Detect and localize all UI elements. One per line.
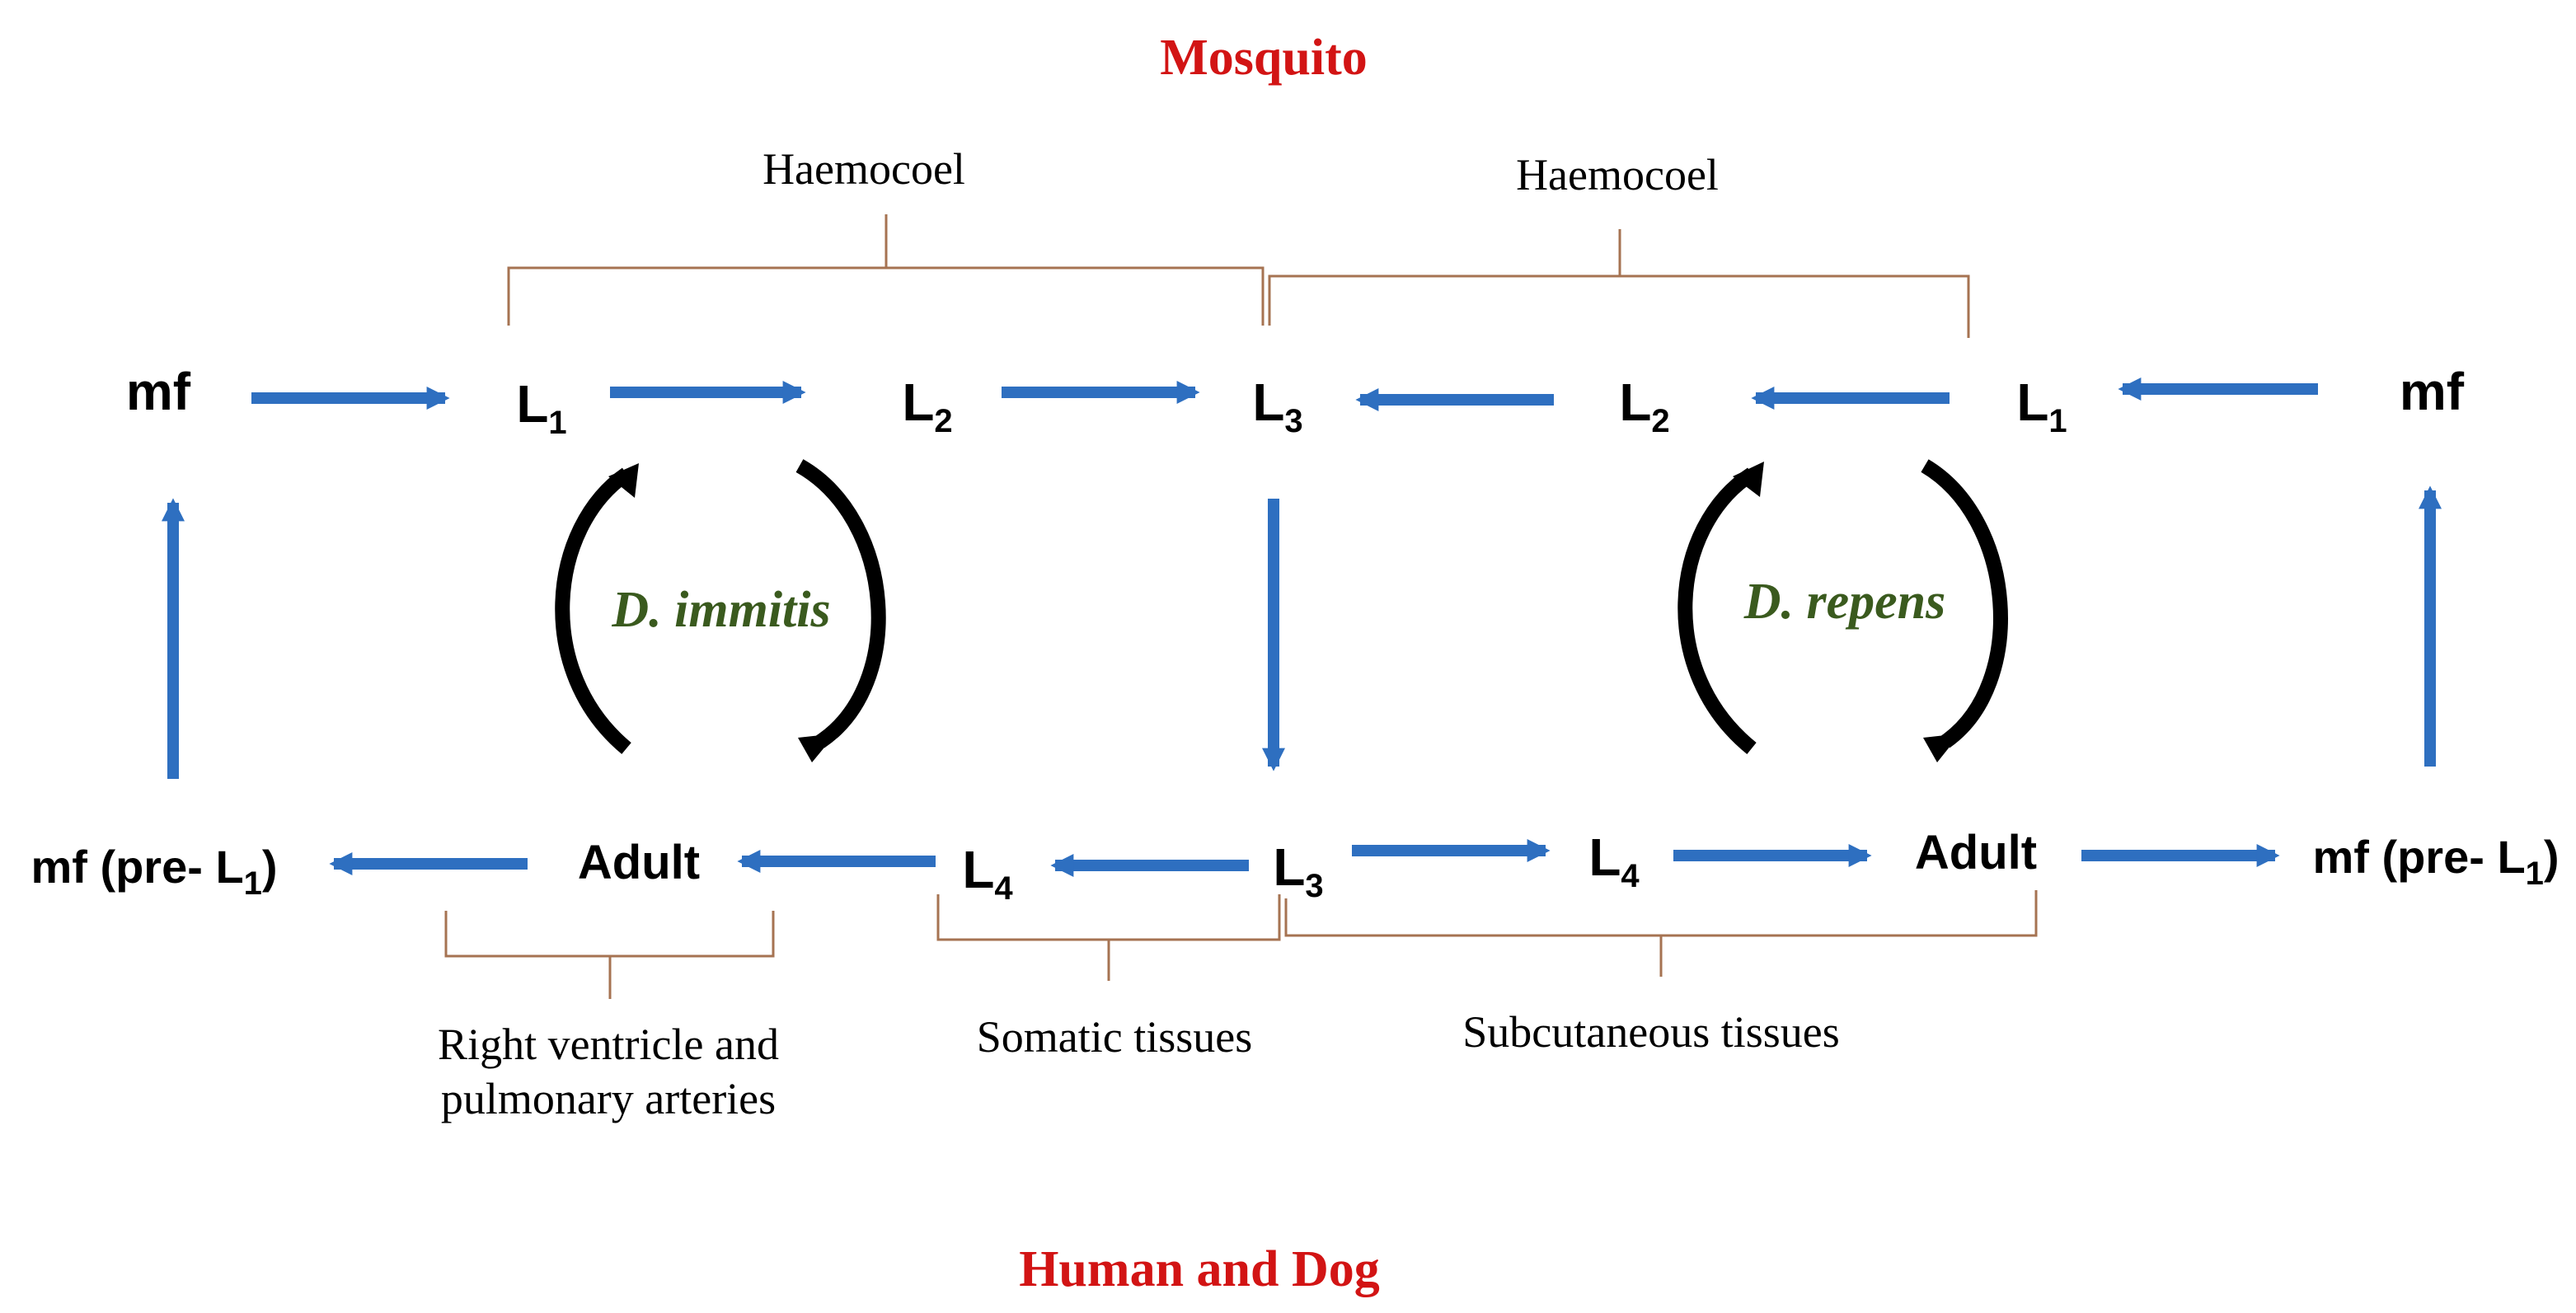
stage-mf-left: mf xyxy=(125,362,191,421)
stage-L1-right: L1 xyxy=(2016,373,2067,439)
tissue-label-rv-line1: Right ventricle and xyxy=(438,1020,779,1069)
stage-arrows xyxy=(162,377,2442,877)
bracket-subcutaneous xyxy=(1284,890,2038,977)
host-label-mosquito: Mosquito xyxy=(1160,30,1368,86)
cycle-arrow-immitis-right xyxy=(795,459,886,762)
stage-adult-right: Adult xyxy=(1914,826,2038,879)
tissue-label-haemocoel-right: Haemocoel xyxy=(1516,150,1719,199)
stage-pre-L1-right: mf (pre- L1) xyxy=(2312,831,2560,892)
cycle-arrow-repens-right xyxy=(1921,459,2008,762)
host-label-human-dog: Human and Dog xyxy=(1019,1241,1380,1297)
stage-L2-right: L2 xyxy=(1619,373,1670,439)
bracket-haemocoel-left xyxy=(507,214,1265,326)
cycle-arrow-repens-left xyxy=(1677,462,1764,754)
stage-L3-top: L3 xyxy=(1252,373,1303,439)
stage-adult-left: Adult xyxy=(577,836,701,889)
tissue-label-rv-line2: pulmonary arteries xyxy=(440,1074,777,1123)
stage-L4-left: L4 xyxy=(962,840,1013,907)
bracket-rv xyxy=(444,911,775,999)
species-label-immitis: D. immitis xyxy=(612,582,831,638)
cycle-arrow-immitis-left xyxy=(555,463,639,754)
tissue-label-somatic: Somatic tissues xyxy=(976,1012,1253,1062)
bracket-somatic xyxy=(936,894,1281,981)
stage-L4-right: L4 xyxy=(1588,828,1640,894)
bracket-haemocoel-right xyxy=(1268,229,1970,338)
stage-L3-bottom: L3 xyxy=(1273,837,1324,904)
tissue-label-haemocoel-left: Haemocoel xyxy=(762,144,965,194)
tissue-brackets xyxy=(444,214,2038,999)
species-label-repens: D. repens xyxy=(1743,574,1946,630)
tissue-label-right-ventricle: Right ventricle and pulmonary arteries xyxy=(438,1022,779,1121)
tissue-label-subcutaneous: Subcutaneous tissues xyxy=(1462,1007,1840,1057)
stage-L1-left: L1 xyxy=(516,374,567,441)
stage-mf-right: mf xyxy=(2399,362,2465,421)
species-cycle-arrows xyxy=(555,459,2008,762)
stage-L2-left: L2 xyxy=(902,373,953,439)
stage-pre-L1-left: mf (pre- L1) xyxy=(30,841,278,902)
